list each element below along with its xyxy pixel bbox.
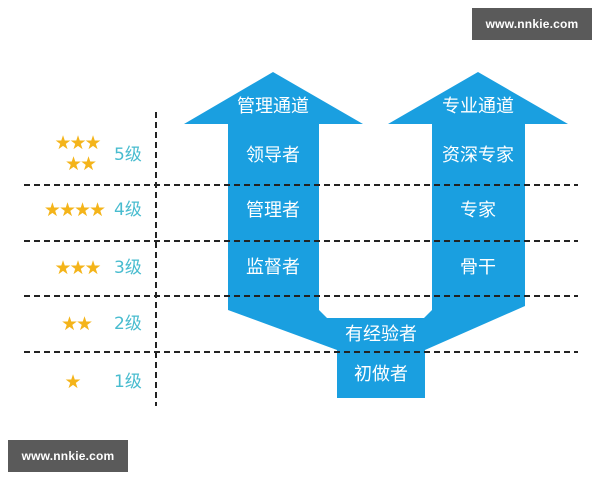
- level-5-label: 5级: [114, 145, 142, 165]
- level-4-stars: ★★★★: [43, 199, 106, 221]
- level-3-stars: ★★★: [54, 257, 101, 279]
- management-stage-leader: 领导者: [246, 145, 300, 166]
- shared-stage-beginner: 初做者: [354, 364, 408, 385]
- management-stage-manager: 管理者: [246, 200, 300, 221]
- watermark-top-right: www.nnkie.com: [472, 8, 592, 40]
- level-5-stars-row1: ★★★: [54, 132, 101, 154]
- level-1-stars: ★: [64, 371, 81, 393]
- management-track-title: 管理通道: [237, 96, 309, 117]
- professional-stage-backbone: 骨干: [460, 257, 496, 278]
- level-1-label: 1级: [114, 372, 142, 392]
- level-2-label: 2级: [114, 314, 142, 334]
- level-4-label: 4级: [114, 200, 142, 220]
- dual-track-arrow-shape: [184, 72, 568, 398]
- management-stage-supervisor: 监督者: [246, 257, 300, 278]
- level-3-label: 3级: [114, 258, 142, 278]
- shared-stage-experienced: 有经验者: [345, 324, 417, 345]
- professional-stage-senior-expert: 资深专家: [442, 145, 514, 166]
- professional-track-title: 专业通道: [442, 96, 514, 117]
- level-2-stars: ★★: [60, 313, 93, 335]
- professional-stage-expert: 专家: [460, 200, 496, 221]
- level-5-stars-row2: ★★: [64, 153, 97, 175]
- watermark-bottom-left: www.nnkie.com: [8, 440, 128, 472]
